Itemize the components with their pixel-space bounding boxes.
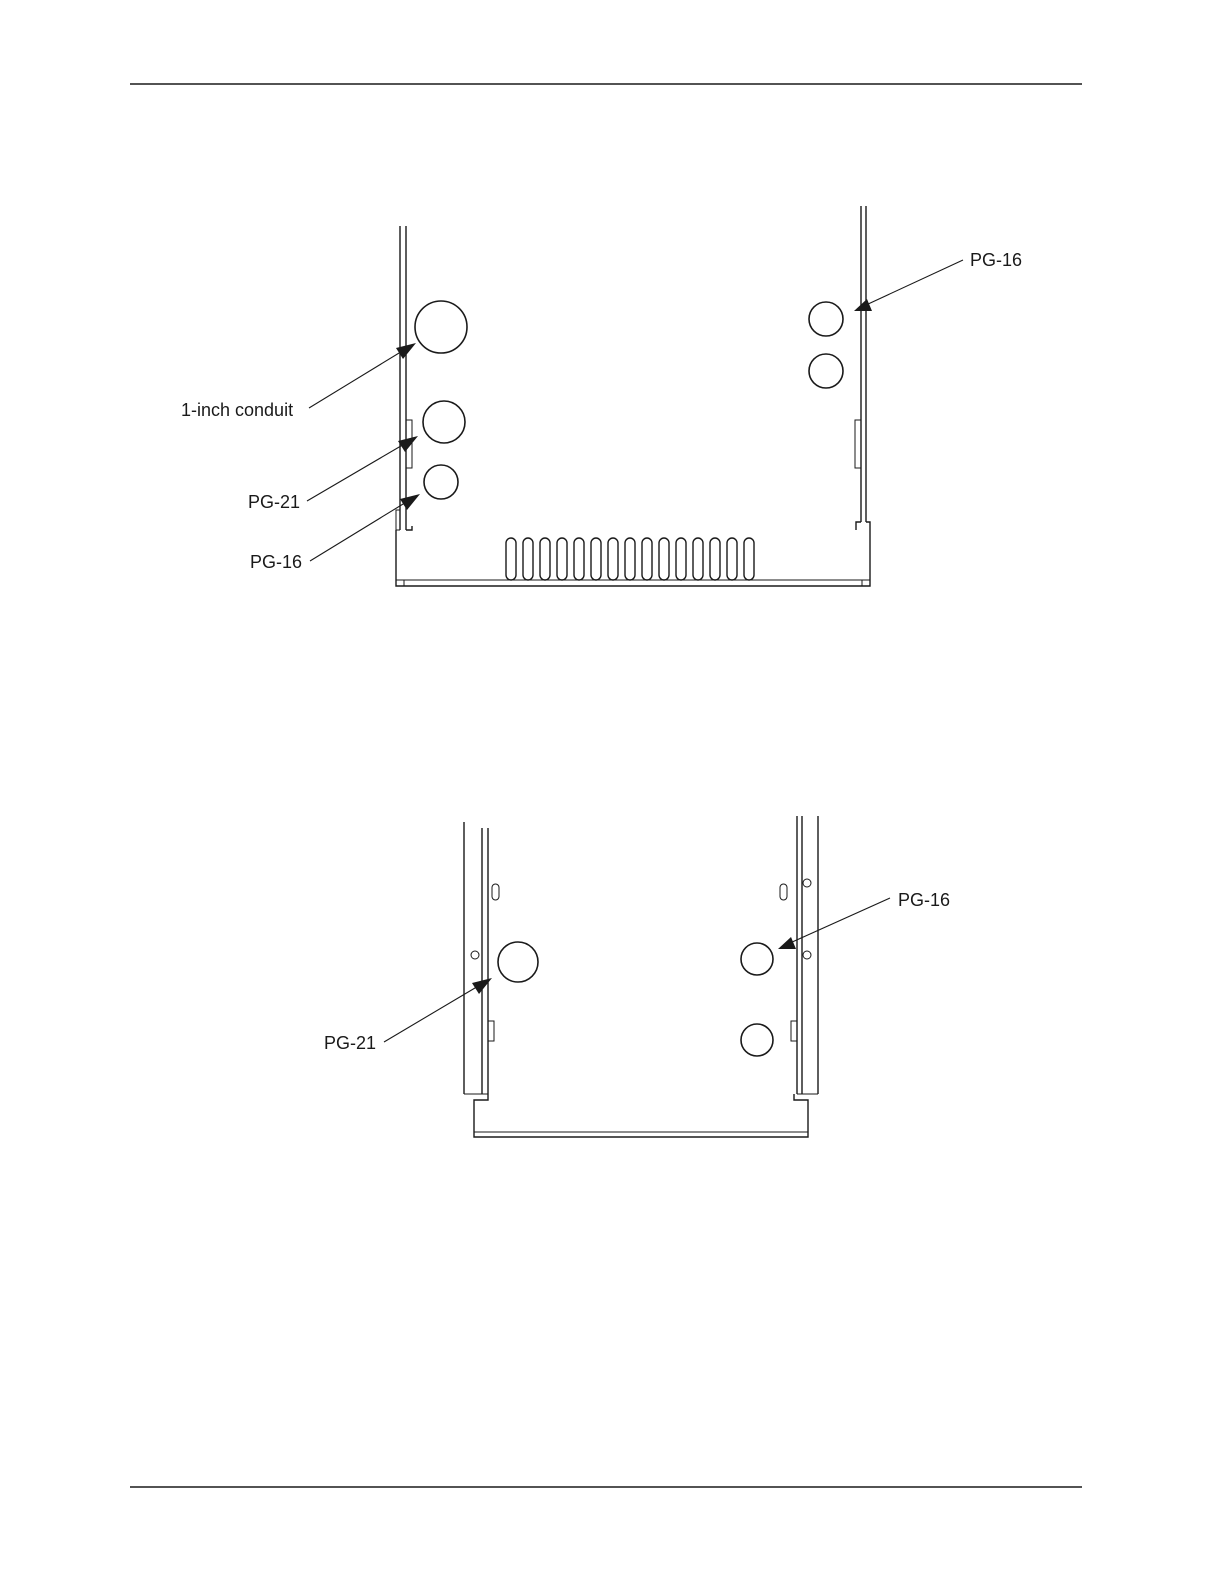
bottom-left-wall (464, 822, 499, 1094)
pg21-bottom-leader (384, 978, 492, 1042)
top-right-wall (855, 206, 870, 530)
pg16-bottom-leader (778, 898, 890, 949)
conduit-knockout-hole (415, 301, 467, 353)
label-pg16-bottom: PG-16 (898, 890, 950, 910)
pg16-knockout-hole-right-lower (809, 354, 843, 388)
pg16-knockout-hole-bottom-lower (741, 1024, 773, 1056)
top-enclosure-diagram: 1-inch conduit PG-21 PG-16 PG-16 (181, 206, 1022, 586)
label-1-inch-conduit: 1-inch conduit (181, 400, 293, 420)
label-pg16-top-left: PG-16 (250, 552, 302, 572)
pg21-knockout-hole-bottom (498, 942, 538, 982)
pg16-right-leader (854, 260, 963, 311)
ventilation-slots (506, 538, 754, 580)
pg16-knockout-hole-left (424, 465, 458, 499)
pg21-knockout-hole (423, 401, 465, 443)
label-pg21-top: PG-21 (248, 492, 300, 512)
pg16-left-leader (310, 494, 420, 561)
pg16-knockout-hole-bottom-upper (741, 943, 773, 975)
top-left-wall (396, 226, 412, 530)
label-pg16-top-right: PG-16 (970, 250, 1022, 270)
pg16-knockout-hole-right-upper (809, 302, 843, 336)
bottom-base (474, 1094, 808, 1137)
label-pg21-bottom: PG-21 (324, 1033, 376, 1053)
pg21-leader (307, 436, 418, 501)
bottom-enclosure-diagram: PG-21 PG-16 (324, 816, 950, 1137)
bottom-right-wall (780, 816, 818, 1094)
